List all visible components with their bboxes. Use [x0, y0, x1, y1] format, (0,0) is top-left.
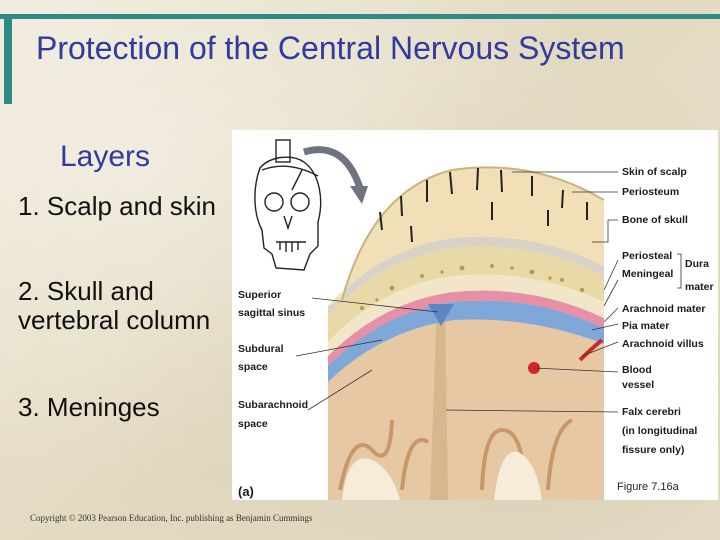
label-periosteum: Periosteum: [622, 186, 679, 198]
meninges-diagram: Skin of scalp Periosteum Bone of skull P…: [232, 130, 718, 500]
label-falx-cerebri: Falx cerebri: [622, 406, 681, 418]
panel-label: (a): [238, 484, 254, 499]
label-subdural-space: space: [238, 361, 268, 373]
label-subdural: Subdural: [238, 343, 284, 355]
label-mater: mater: [685, 281, 714, 293]
label-subarachnoid-space: space: [238, 418, 268, 430]
meninges-illustration: Skin of scalp Periosteum Bone of skull P…: [238, 139, 714, 500]
label-bone-of-skull: Bone of skull: [622, 214, 688, 226]
label-arachnoid-mater: Arachnoid mater: [622, 303, 705, 315]
figure-caption: Figure 7.16a: [617, 481, 679, 493]
label-vessel: vessel: [622, 379, 654, 391]
list-item-skull: 2. Skull and vertebral column: [18, 276, 211, 335]
label-dura: Dura: [685, 258, 709, 270]
copyright-notice: Copyright © 2003 Pearson Education, Inc.…: [30, 513, 313, 523]
pointer-arrow-icon: [302, 146, 368, 204]
label-arachnoid-villus: Arachnoid villus: [622, 338, 704, 350]
slide-title: Protection of the Central Nervous System: [36, 30, 625, 66]
label-meningeal: Meningeal: [622, 268, 673, 280]
top-accent-bar: [0, 14, 720, 19]
list-item-scalp: 1. Scalp and skin: [18, 191, 217, 221]
skull-sketch-icon: [254, 139, 322, 271]
label-skin-of-scalp: Skin of scalp: [622, 166, 687, 178]
list-item-meninges: 3. Meninges: [18, 392, 160, 422]
layers-heading: Layers: [60, 140, 151, 173]
label-periosteal: Periosteal: [622, 250, 672, 262]
label-sagittal-sinus: sagittal sinus: [238, 307, 305, 319]
label-blood: Blood: [622, 364, 652, 376]
label-falx-fissure: fissure only): [622, 444, 684, 456]
label-superior: Superior: [238, 289, 281, 301]
label-pia-mater: Pia mater: [622, 320, 669, 332]
label-falx-longitudinal: (in longitudinal: [622, 425, 697, 437]
left-accent-bar: [4, 14, 12, 104]
label-subarachnoid: Subarachnoid: [238, 399, 308, 411]
